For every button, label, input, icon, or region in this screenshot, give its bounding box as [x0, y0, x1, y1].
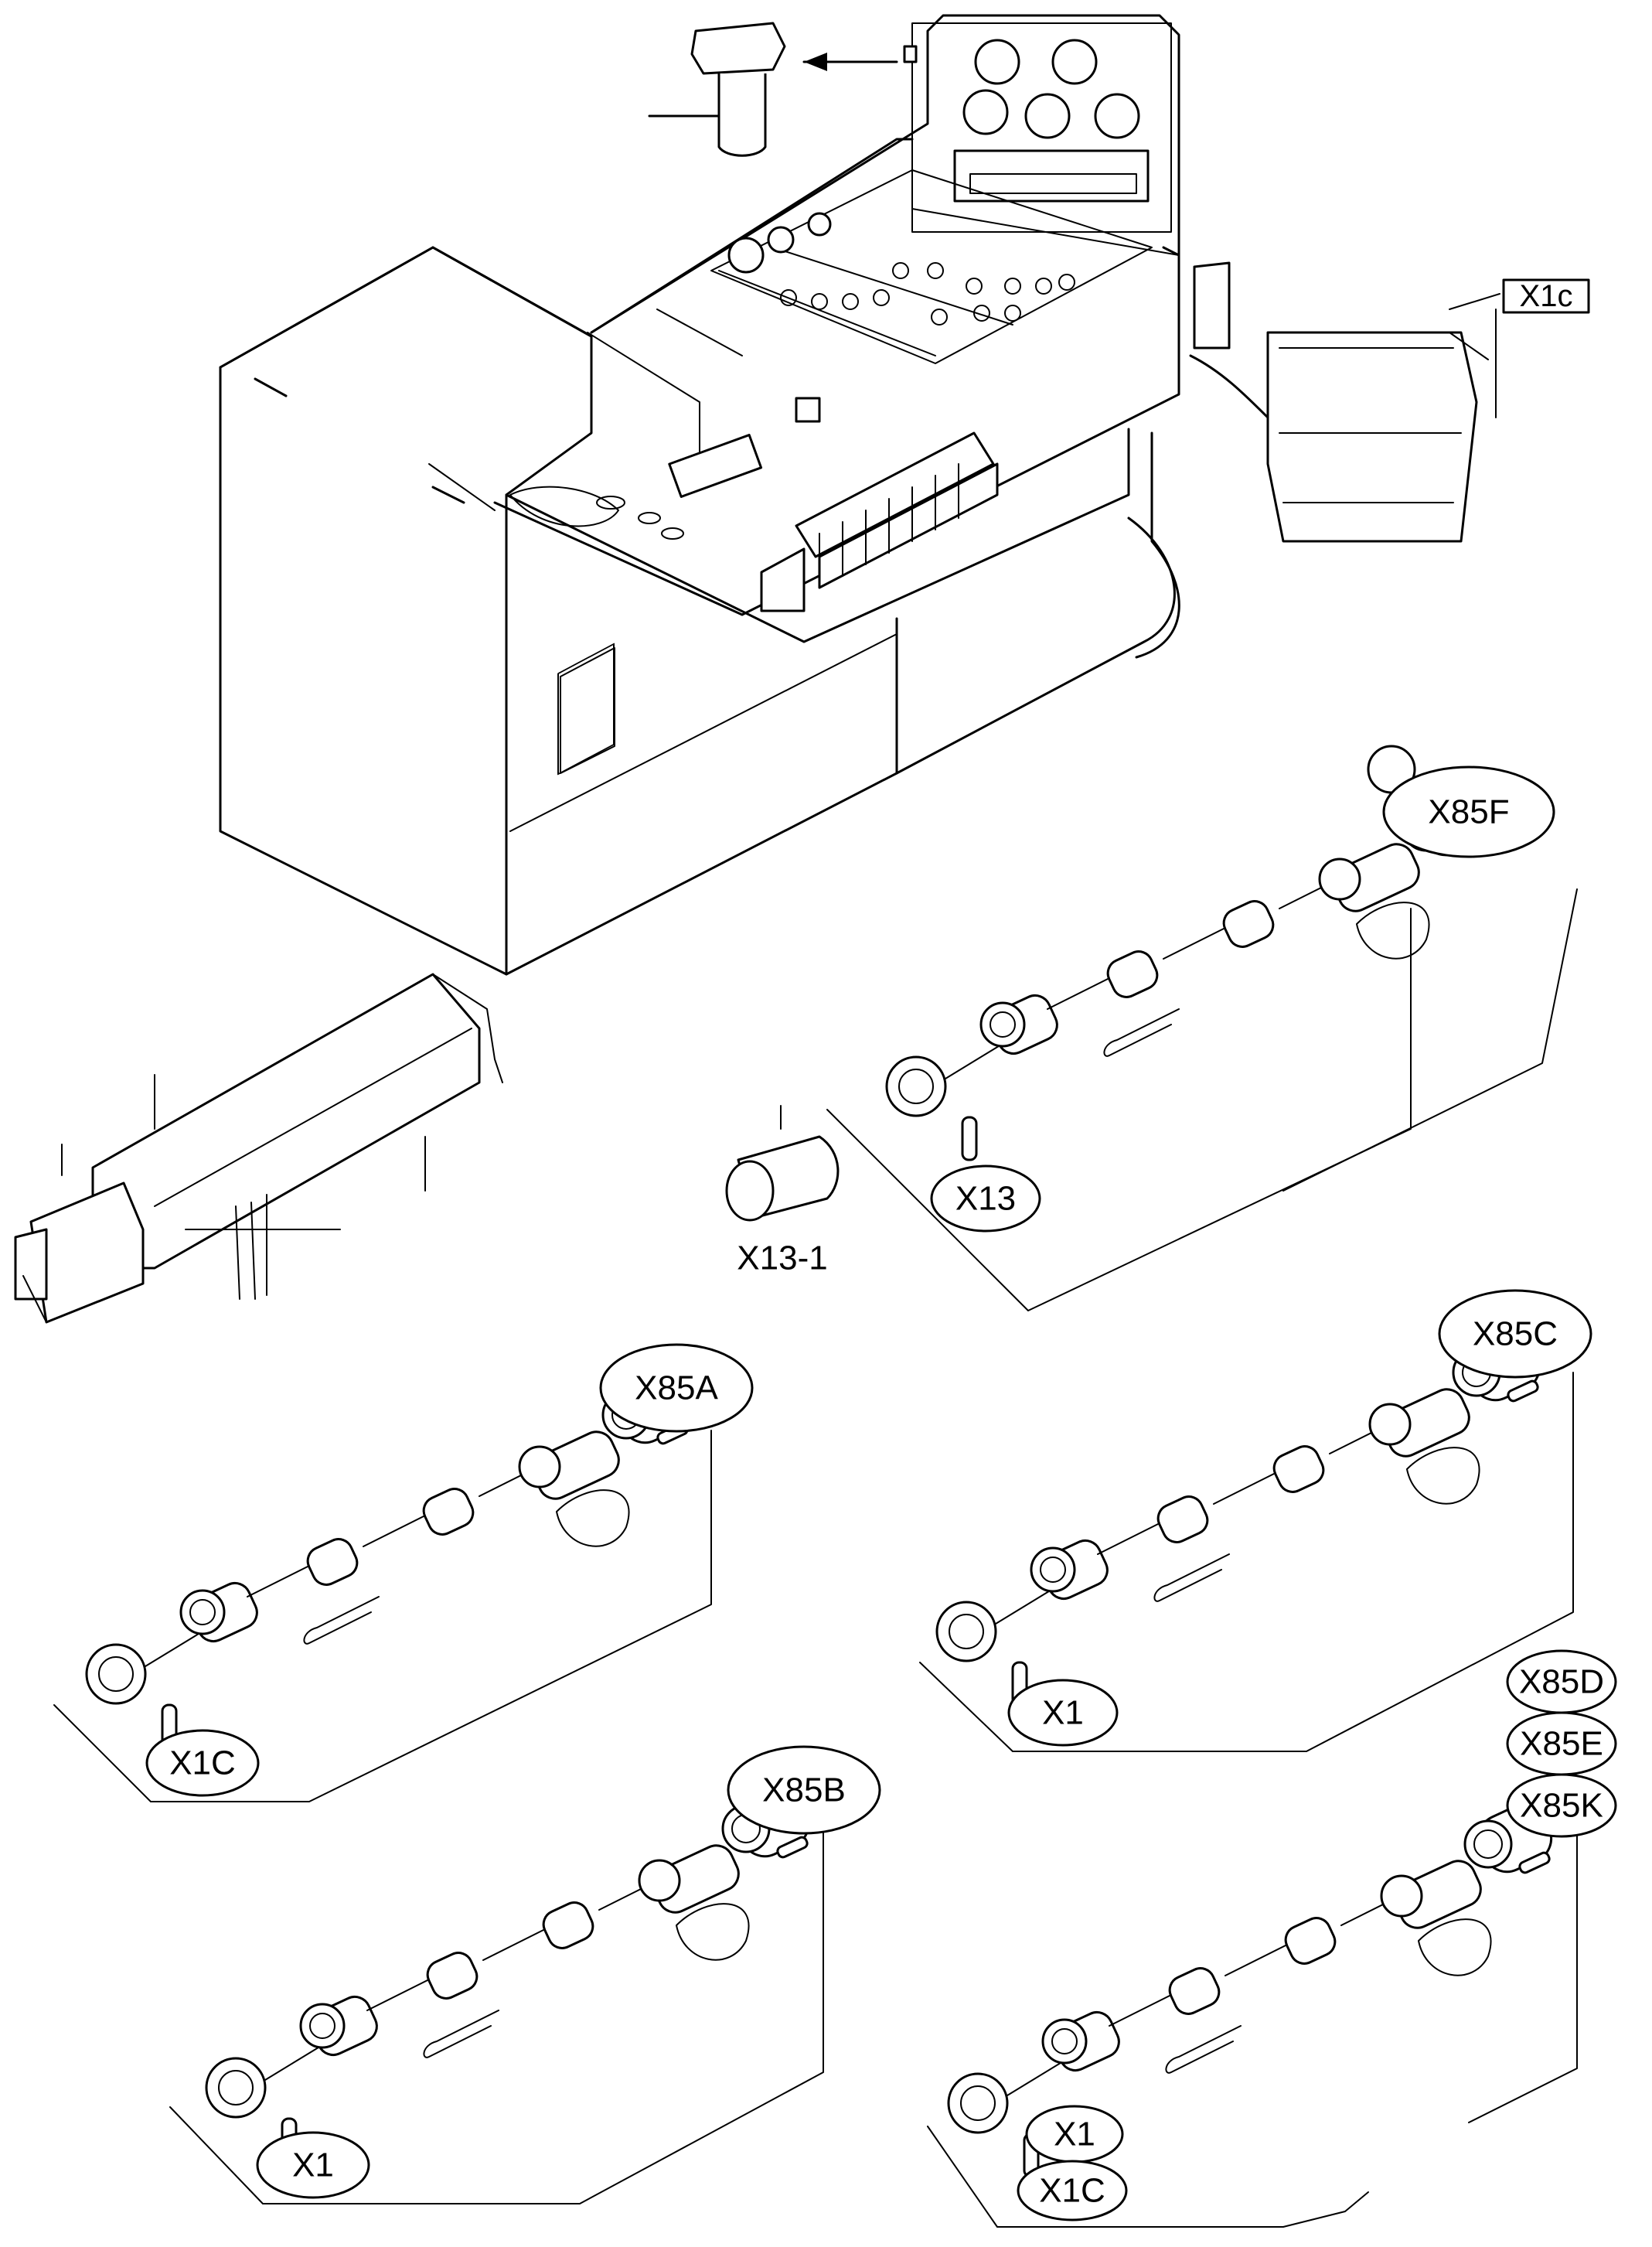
svg-text:X1C: X1C: [1039, 2172, 1105, 2210]
assembly-x85f: X85F X13: [826, 745, 1578, 1311]
callout-oval-x1-c: [1007, 1679, 1119, 1747]
terminal-strip-mounted: [760, 431, 999, 612]
callout-oval-x13: [930, 1164, 1041, 1233]
svg-text:X85D: X85D: [1519, 1663, 1604, 1701]
switch-row: [780, 262, 1075, 326]
svg-text:X85C: X85C: [1473, 1315, 1558, 1353]
svg-text:X1: X1: [1042, 1694, 1084, 1732]
readout-module: [668, 434, 763, 498]
callout-oval-x85c: [1438, 1289, 1592, 1379]
terminal-block-loose: [14, 973, 503, 1324]
machine-body: [219, 14, 1231, 976]
svg-text:X85K: X85K: [1520, 1787, 1603, 1825]
assembly-x85a: X85A X1C: [53, 1343, 754, 1802]
assembly-x85d-e-k: X85D X85E X85K X1 X1C: [927, 1649, 1617, 2228]
x1c-connector-block: X1c: [1189, 278, 1590, 543]
svg-text:X1: X1: [1054, 2116, 1095, 2153]
callout-oval-x85k: [1506, 1773, 1617, 1838]
svg-text:X85A: X85A: [635, 1369, 718, 1407]
callout-oval-x85a: [599, 1343, 754, 1433]
callout-oval-x85b: [727, 1745, 881, 1835]
label-box-x1c: [1502, 278, 1590, 314]
control-knob-icon: [974, 39, 1020, 85]
callout-oval-x1c-a: [145, 1729, 260, 1797]
callout-oval-x1-b: [256, 2131, 370, 2199]
assembly-x85b: X85B X1: [169, 1745, 881, 2204]
indicator-lamp: [648, 22, 898, 157]
svg-text:X1: X1: [292, 2146, 334, 2184]
callout-oval-x85f: [1382, 765, 1555, 858]
svg-text:X85F: X85F: [1428, 793, 1509, 831]
label-x1c: X1c: [1520, 279, 1573, 313]
svg-text:X13: X13: [955, 1180, 1016, 1218]
assembly-x85c: X85C X1: [919, 1289, 1592, 1752]
svg-text:X85B: X85B: [762, 1771, 846, 1809]
callout-oval-x1c-d: [1017, 2160, 1128, 2221]
svg-text:X1C: X1C: [169, 1744, 236, 1782]
svg-text:X85E: X85E: [1520, 1725, 1603, 1763]
label-x13-1: X13-1: [737, 1239, 827, 1277]
fitting-x13-1: X13-1: [725, 1105, 840, 1277]
